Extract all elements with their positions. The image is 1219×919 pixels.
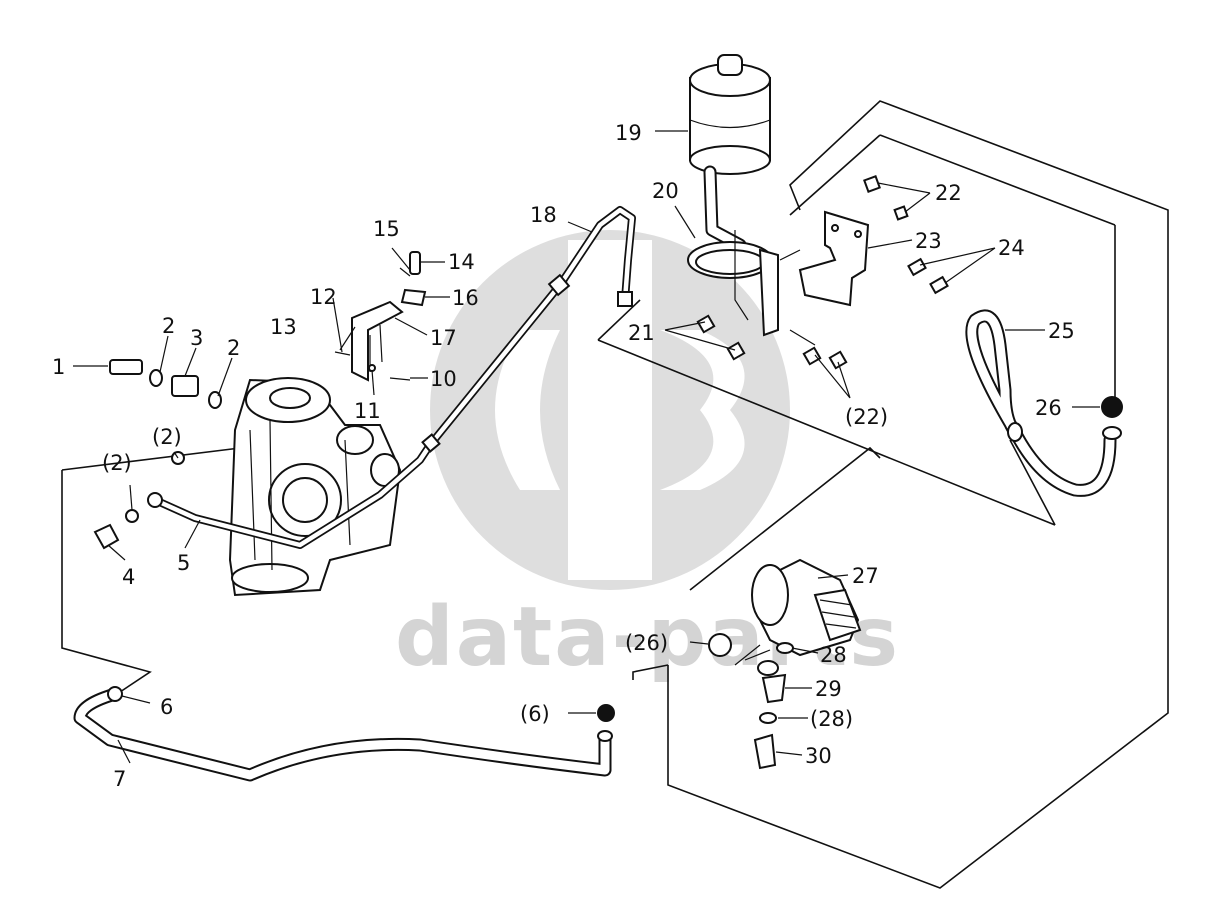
pump-27 — [708, 558, 862, 770]
leader-lines — [73, 130, 1100, 764]
callout-22: 22 — [935, 181, 962, 205]
callout-27: 27 — [852, 564, 879, 588]
callout-23: 23 — [915, 229, 942, 253]
callout-22-ref: (22) — [845, 405, 888, 429]
callout-14: 14 — [448, 250, 475, 274]
callout-15: 15 — [373, 217, 400, 241]
callout-28: 28 — [820, 643, 847, 667]
callout-21: 21 — [628, 321, 655, 345]
callout-19: 19 — [615, 121, 642, 145]
callout-10: 10 — [430, 367, 457, 391]
callout-11: 11 — [354, 399, 381, 423]
bracket-23 — [779, 175, 949, 370]
callout-16: 16 — [452, 286, 479, 310]
callout-2: 2 — [227, 336, 240, 360]
callout-5: 5 — [177, 551, 190, 575]
callout-26: 26 — [1035, 396, 1062, 420]
callout-30: 30 — [805, 744, 832, 768]
callout-2-ref: (2) — [102, 451, 132, 475]
callout-1: 1 — [52, 355, 65, 379]
reservoir-19 — [689, 54, 771, 252]
callout-13: 13 — [270, 315, 297, 339]
callout-labels: 1 2 3 2 (2) (2) 4 5 6 7 10 11 12 13 14 1… — [52, 121, 1075, 791]
callout-12: 12 — [310, 285, 337, 309]
callout-4: 4 — [122, 565, 135, 589]
callout-29: 29 — [815, 677, 842, 701]
callout-6: 6 — [160, 695, 173, 719]
clamp-20 — [687, 230, 779, 361]
callout-7: 7 — [113, 767, 126, 791]
callout-6-ref: (6) — [520, 702, 550, 726]
assembly-outline — [61, 100, 1169, 889]
callout-2-ref: (2) — [152, 425, 182, 449]
bracket-17 — [334, 251, 427, 382]
hose-25 — [965, 309, 1123, 497]
pressure-tube-5 — [147, 441, 434, 549]
callout-25: 25 — [1048, 319, 1075, 343]
callout-24: 24 — [998, 236, 1025, 260]
watermark-logo — [430, 230, 790, 590]
callout-28-ref: (28) — [810, 707, 853, 731]
return-hose-7 — [73, 686, 615, 782]
callout-26-ref: (26) — [625, 631, 668, 655]
callout-3: 3 — [190, 326, 203, 350]
callout-2: 2 — [162, 314, 175, 338]
callout-20: 20 — [652, 179, 679, 203]
callout-18: 18 — [530, 203, 557, 227]
tube-18 — [421, 206, 636, 453]
callout-17: 17 — [430, 326, 457, 350]
